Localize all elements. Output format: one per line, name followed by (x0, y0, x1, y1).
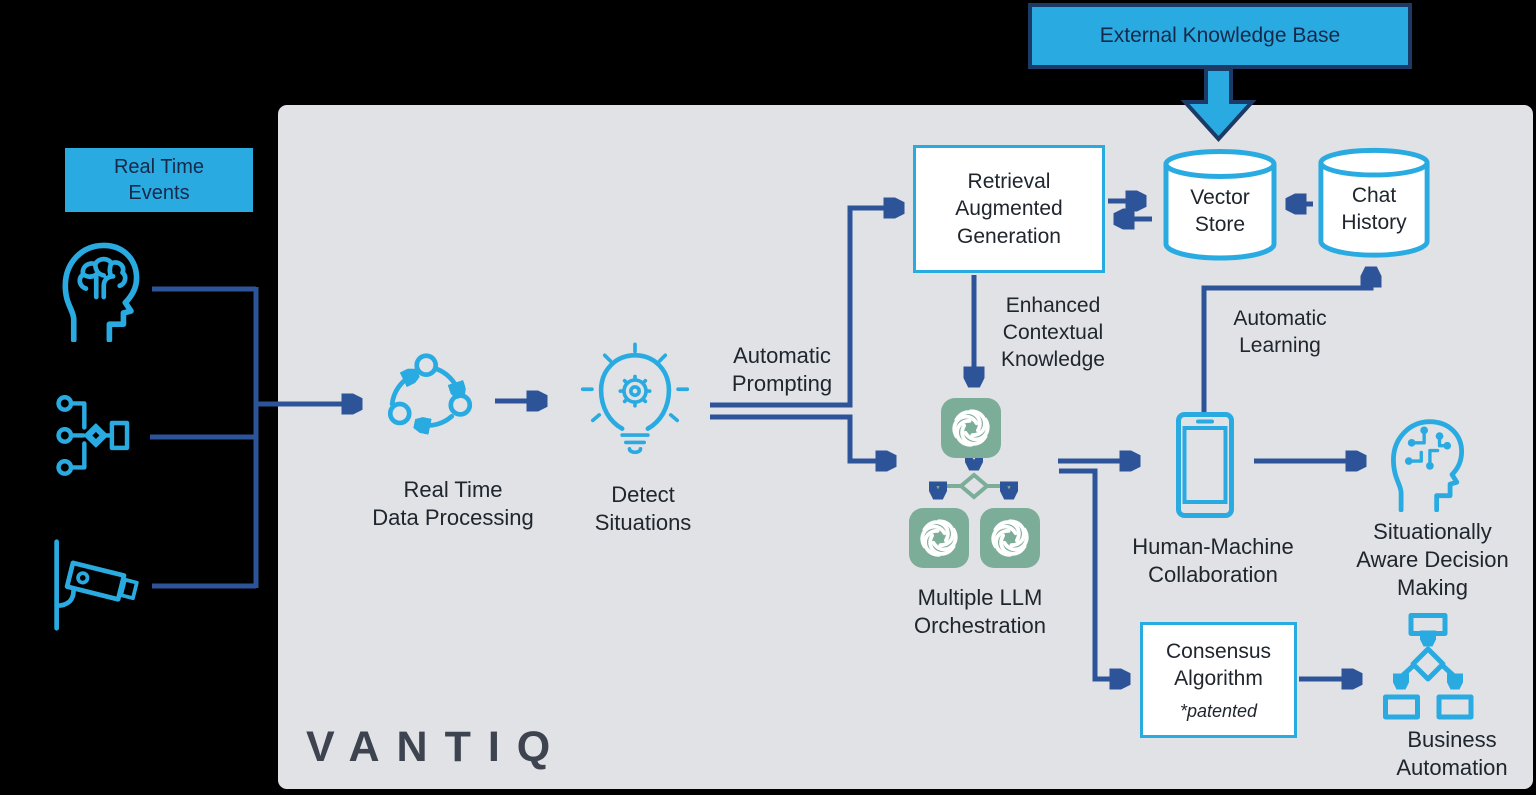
real-time-events-box: Real Time Events (65, 148, 253, 212)
automatic-prompting-label: Automatic Prompting (731, 343, 833, 397)
rag-box: Retrieval Augmented Generation (913, 145, 1105, 273)
external-knowledge-base-label: External Knowledge Base (1099, 24, 1341, 48)
human-machine-collaboration-label: Human-Machine Collaboration (1132, 534, 1294, 588)
circuit-head-icon (1391, 419, 1465, 512)
situationally-aware-decision-making-label: Situationally Aware Decision Making (1356, 519, 1509, 601)
consensus-patented-note: *patented (1179, 701, 1258, 722)
openai-llm-icon (909, 508, 969, 568)
enhanced-contextual-knowledge-label: Enhanced Contextual Knowledge (1001, 294, 1105, 371)
real-time-events-label: Real Time Events (113, 156, 205, 204)
openai-llm-icon (980, 508, 1040, 568)
security-camera-icon (54, 539, 139, 631)
arrow-llm-to-consensus (1059, 468, 1124, 679)
external-knowledge-base-box: External Knowledge Base (1028, 3, 1412, 69)
rag-label: Retrieval Augmented Generation (955, 170, 1063, 248)
chat-history-cylinder (1318, 147, 1430, 258)
business-automation-label: Business Automation (1396, 727, 1508, 781)
vantiq-logo: VANTIQ (306, 723, 568, 771)
iot-devices-icon (56, 395, 130, 476)
consensus-algorithm-box: Consensus Algorithm *patented (1140, 622, 1297, 738)
arrow-prompting-to-llm (710, 414, 890, 461)
arrow-prompting-to-rag (710, 208, 898, 408)
real-time-data-processing-label: Real Time Data Processing (372, 477, 534, 531)
phone-icon (1176, 412, 1234, 518)
detect-situations-label: Detect Situations (594, 482, 692, 536)
llm-branch-connector (938, 459, 1009, 500)
arrow-collaboration-to-chathistory (1201, 273, 1371, 413)
human-mind-icon (62, 242, 140, 342)
openai-llm-icon (941, 398, 1001, 458)
process-cycle-icon (387, 353, 473, 459)
vector-store-cylinder (1163, 149, 1277, 261)
external-knowledge-base-arrow (1180, 67, 1257, 142)
lightbulb-gear-icon (580, 342, 690, 455)
automatic-learning-label: Automatic Learning (1233, 307, 1327, 357)
chat-history-label: Chat History (1341, 184, 1407, 235)
multiple-llm-orchestration-label: Multiple LLM Orchestration (913, 585, 1047, 639)
consensus-algorithm-label: Consensus Algorithm (1165, 639, 1272, 690)
vector-store-label: Vector Store (1190, 186, 1250, 237)
flowchart-icon (1383, 613, 1474, 720)
